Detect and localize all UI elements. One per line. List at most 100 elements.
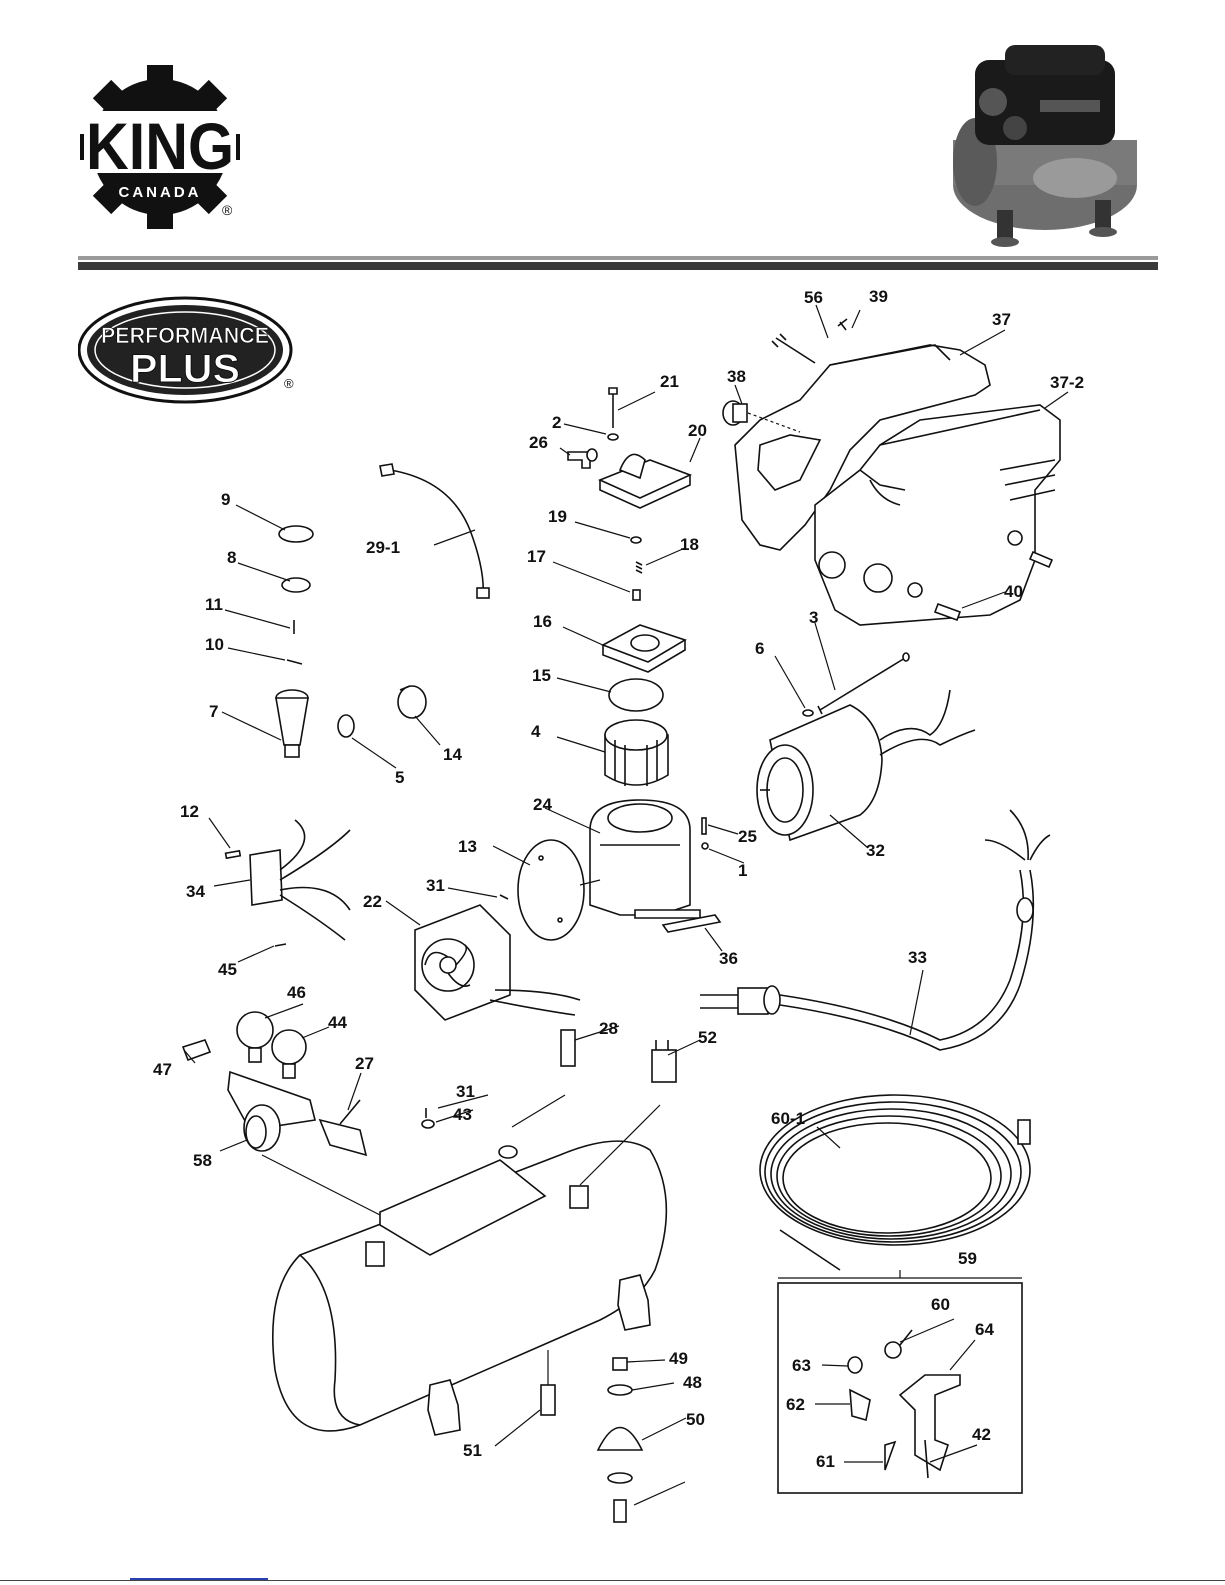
screw-13-lower <box>422 1108 434 1128</box>
callout-63: 62 <box>786 1395 805 1414</box>
callout-27: 28 <box>599 1019 618 1038</box>
king-canada-logo: KING CANADA ® <box>80 65 240 230</box>
callout-18: 18 <box>680 535 699 554</box>
fitting-44 <box>183 1040 210 1060</box>
callout-47: 27 <box>355 1054 374 1073</box>
lever-6 <box>276 690 308 757</box>
callout-48: 50 <box>686 1410 705 1429</box>
callout-44: 47 <box>153 1060 172 1079</box>
washer-19 <box>631 537 641 543</box>
cover-plate-12 <box>518 840 600 940</box>
air-tank <box>262 1095 666 1435</box>
screw-33 <box>275 944 286 946</box>
foot-stack <box>598 1358 642 1522</box>
callout-20: 20 <box>688 421 707 440</box>
callout-13-lower: 31 <box>456 1082 475 1101</box>
callout-17: 17 <box>527 547 546 566</box>
gasket-15 <box>609 679 663 711</box>
pin-17 <box>633 590 640 600</box>
check-valve-27 <box>561 1030 575 1066</box>
brand-registered: ® <box>222 202 233 218</box>
blow-gun-kit <box>848 1330 960 1478</box>
callout-25: 1 <box>738 861 747 880</box>
callout-46: 44 <box>328 1013 347 1032</box>
cylinder-14 <box>605 720 668 786</box>
callout-37: 37 <box>992 310 1011 329</box>
callout-39: 39 <box>869 287 888 306</box>
callout-32: 12 <box>180 802 199 821</box>
callout-2-upper: 2 <box>552 413 561 432</box>
callout-34: 22 <box>363 892 382 911</box>
clip-10 <box>287 660 302 664</box>
callout-43: 58 <box>193 1151 212 1170</box>
brand-name: KING <box>86 109 234 183</box>
callout-7: 5 <box>395 768 404 787</box>
callout-64: 63 <box>792 1356 811 1375</box>
knob-part <box>723 401 747 425</box>
callout-49: 48 <box>683 1373 702 1392</box>
screw-part-39 <box>838 319 847 330</box>
callout-38: 38 <box>727 367 746 386</box>
callout-33: 45 <box>218 960 237 979</box>
callout-2-lower: 6 <box>755 639 764 658</box>
callout-19: 19 <box>548 507 567 526</box>
callout-29-1: 29-1 <box>366 538 400 557</box>
screw-13-upper <box>500 895 508 899</box>
callout-26: 26 <box>529 433 548 452</box>
spring-18 <box>636 562 642 573</box>
regulator-knob-43 <box>244 1105 280 1151</box>
switch-board-31 <box>250 820 350 940</box>
callout-21: 21 <box>660 372 679 391</box>
callout-6: 7 <box>209 702 218 721</box>
footer-rule <box>0 1580 1225 1581</box>
air-compressor-photo <box>945 40 1145 250</box>
callout-37-2: 37-2 <box>1050 373 1084 392</box>
gauge-46 <box>272 1030 306 1078</box>
head-plate-20 <box>600 454 690 508</box>
ring-9 <box>279 526 313 542</box>
motor-1 <box>757 690 975 840</box>
long-bolt-3 <box>818 653 909 714</box>
valve-plate-16 <box>603 625 685 672</box>
header-rule <box>78 256 1158 270</box>
callout-58: 60-1 <box>771 1109 805 1128</box>
callout-16: 16 <box>533 612 552 631</box>
callout-1: 32 <box>866 841 885 860</box>
callout-52: 43 <box>453 1105 472 1124</box>
callout-9: 9 <box>221 490 230 509</box>
callout-13-upper: 31 <box>426 876 445 895</box>
bushing-7 <box>338 715 354 737</box>
callout-60: 64 <box>975 1320 994 1339</box>
pressure-switch-28 <box>652 1040 676 1082</box>
callout-40: 40 <box>1004 582 1023 601</box>
elbow-fitting-26 <box>568 449 597 468</box>
callout-3: 3 <box>809 608 818 627</box>
footer-link-underline[interactable] <box>130 1578 268 1580</box>
callout-4: 24 <box>533 795 552 814</box>
washer-2-lower <box>803 710 813 716</box>
callout-36: 33 <box>908 948 927 967</box>
gauge-45 <box>237 1012 273 1062</box>
quick-coupler-47 <box>320 1100 366 1155</box>
washer-25 <box>702 843 708 849</box>
callout-28: 52 <box>698 1028 717 1047</box>
pin-24 <box>702 818 706 834</box>
callout-42: 51 <box>463 1441 482 1460</box>
pin-32 <box>226 851 241 858</box>
callout-60-1: 59 <box>958 1249 977 1268</box>
washer-2-upper <box>608 434 618 440</box>
callout-62: 61 <box>816 1452 835 1471</box>
callout-14: 4 <box>531 722 541 741</box>
callout-8: 8 <box>227 548 236 567</box>
exploded-parts-diagram: 56 39 37 37-2 38 21 2 26 20 9 8 29-1 19 … <box>0 280 1225 1575</box>
callout-15: 15 <box>532 666 551 685</box>
cap-5 <box>398 686 426 718</box>
callout-22: 36 <box>719 949 738 968</box>
callout-24: 25 <box>738 827 757 846</box>
crankcase-4 <box>590 800 700 918</box>
drain-valve-42 <box>541 1350 555 1415</box>
callout-5: 14 <box>443 745 462 764</box>
cylinder-bolt-21 <box>609 388 617 428</box>
callout-61: 42 <box>972 1425 991 1444</box>
callout-59: 60 <box>931 1295 950 1314</box>
